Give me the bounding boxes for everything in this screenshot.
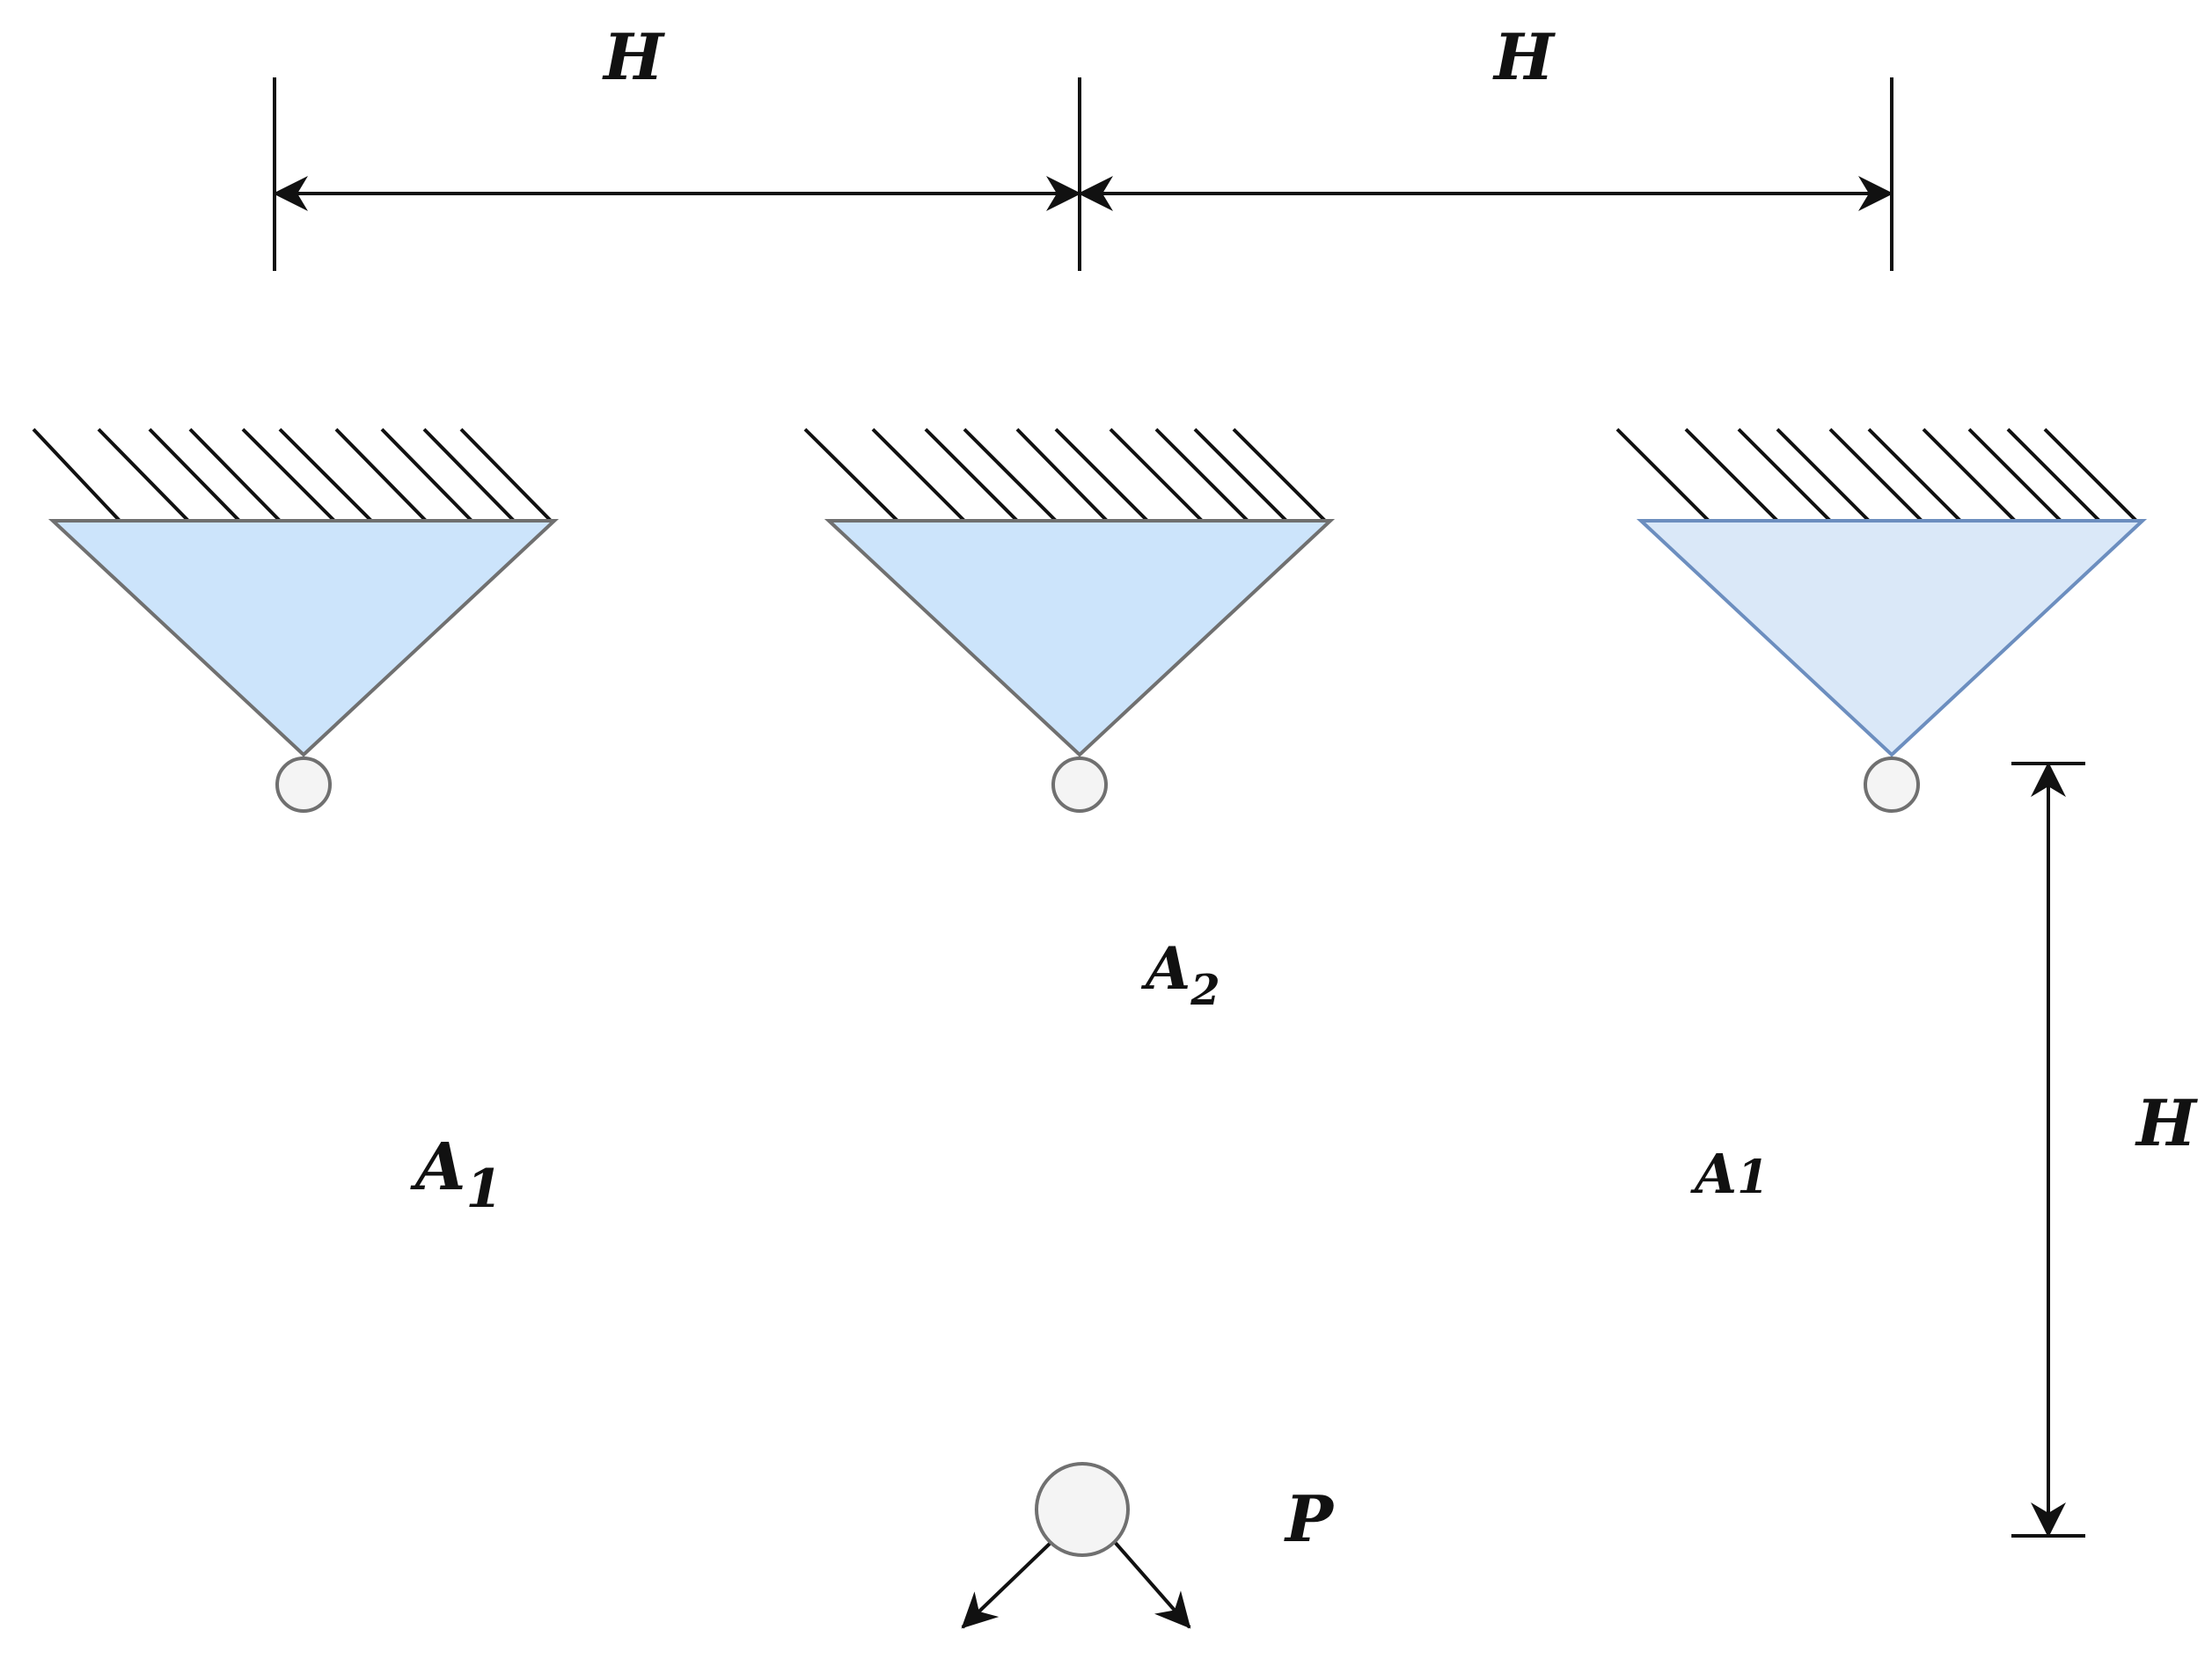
ground-hatching-right — [1615, 428, 2138, 523]
pin-center — [1051, 756, 1108, 813]
dimension-label-right: H — [2135, 1085, 2198, 1160]
support-triangle-center — [824, 519, 1336, 757]
load-joint — [1035, 1462, 1130, 1557]
load-arrow-right — [1112, 1539, 1191, 1629]
bar-label-right: A1 — [1690, 1142, 1769, 1206]
dimension-label-top-left: H — [602, 19, 665, 94]
support-left — [32, 428, 560, 757]
bar-left — [296, 776, 1090, 1522]
support-triangle-right — [1636, 519, 2148, 757]
support-right — [1615, 428, 2148, 757]
pin-left — [275, 756, 332, 813]
pin-right — [1864, 756, 1920, 813]
load-arrow-left — [961, 1539, 1054, 1629]
right-dimension: H — [2011, 762, 2198, 1538]
load-label: P — [1284, 1481, 1335, 1556]
support-center — [803, 428, 1336, 757]
dimension-label-top-right: H — [1492, 19, 1556, 94]
load-node — [961, 1462, 1191, 1629]
support-triangle-left — [48, 519, 560, 757]
bar-right — [1074, 776, 1900, 1522]
bar-label-left: A1 — [410, 1129, 502, 1220]
top-dimension: H H — [273, 19, 1893, 271]
ground-hatching-center — [803, 428, 1327, 523]
ground-hatching-left — [32, 428, 553, 523]
bar-label-center: A2 — [1140, 934, 1220, 1015]
